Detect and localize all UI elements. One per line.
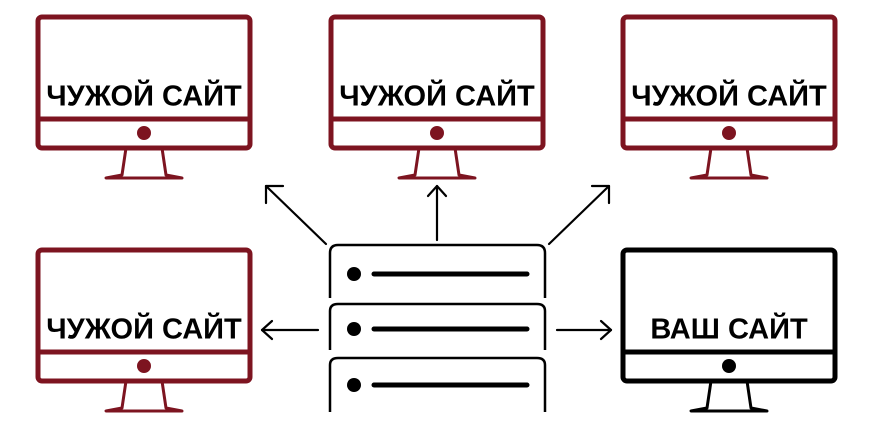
monitor-label: ЧУЖОЙ САЙТ xyxy=(339,79,535,113)
arrow-icon-to-top-right xyxy=(547,184,611,246)
server-unit-icon xyxy=(328,302,547,350)
server-unit-icon xyxy=(328,356,547,412)
monitor-icon-own-site: ВАШ САЙТ xyxy=(620,247,838,413)
arrow-icon-to-top-center xyxy=(426,184,448,242)
monitor-label: ЧУЖОЙ САЙТ xyxy=(631,79,827,113)
server-rack-icon xyxy=(328,243,547,412)
monitor-icon-foreign-bottom-left: ЧУЖОЙ САЙТ xyxy=(35,247,253,413)
server-led-icon xyxy=(347,267,361,281)
server-led-icon xyxy=(347,378,361,392)
server-led-icon xyxy=(347,322,361,336)
monitor-icon-foreign-top-left: ЧУЖОЙ САЙТ xyxy=(35,14,253,180)
monitor-icon-foreign-top-center: ЧУЖОЙ САЙТ xyxy=(328,14,546,180)
arrow-icon-to-bottom-left xyxy=(260,319,320,341)
monitor-label: ВАШ САЙТ xyxy=(650,312,808,346)
arrow-icon-to-top-left xyxy=(264,184,328,246)
arrow-icon-to-own-site xyxy=(555,319,613,341)
monitor-label: ЧУЖОЙ САЙТ xyxy=(46,312,242,346)
server-unit-icon xyxy=(328,243,547,298)
monitor-icon-foreign-top-right: ЧУЖОЙ САЙТ xyxy=(620,14,838,180)
monitor-label: ЧУЖОЙ САЙТ xyxy=(46,79,242,113)
